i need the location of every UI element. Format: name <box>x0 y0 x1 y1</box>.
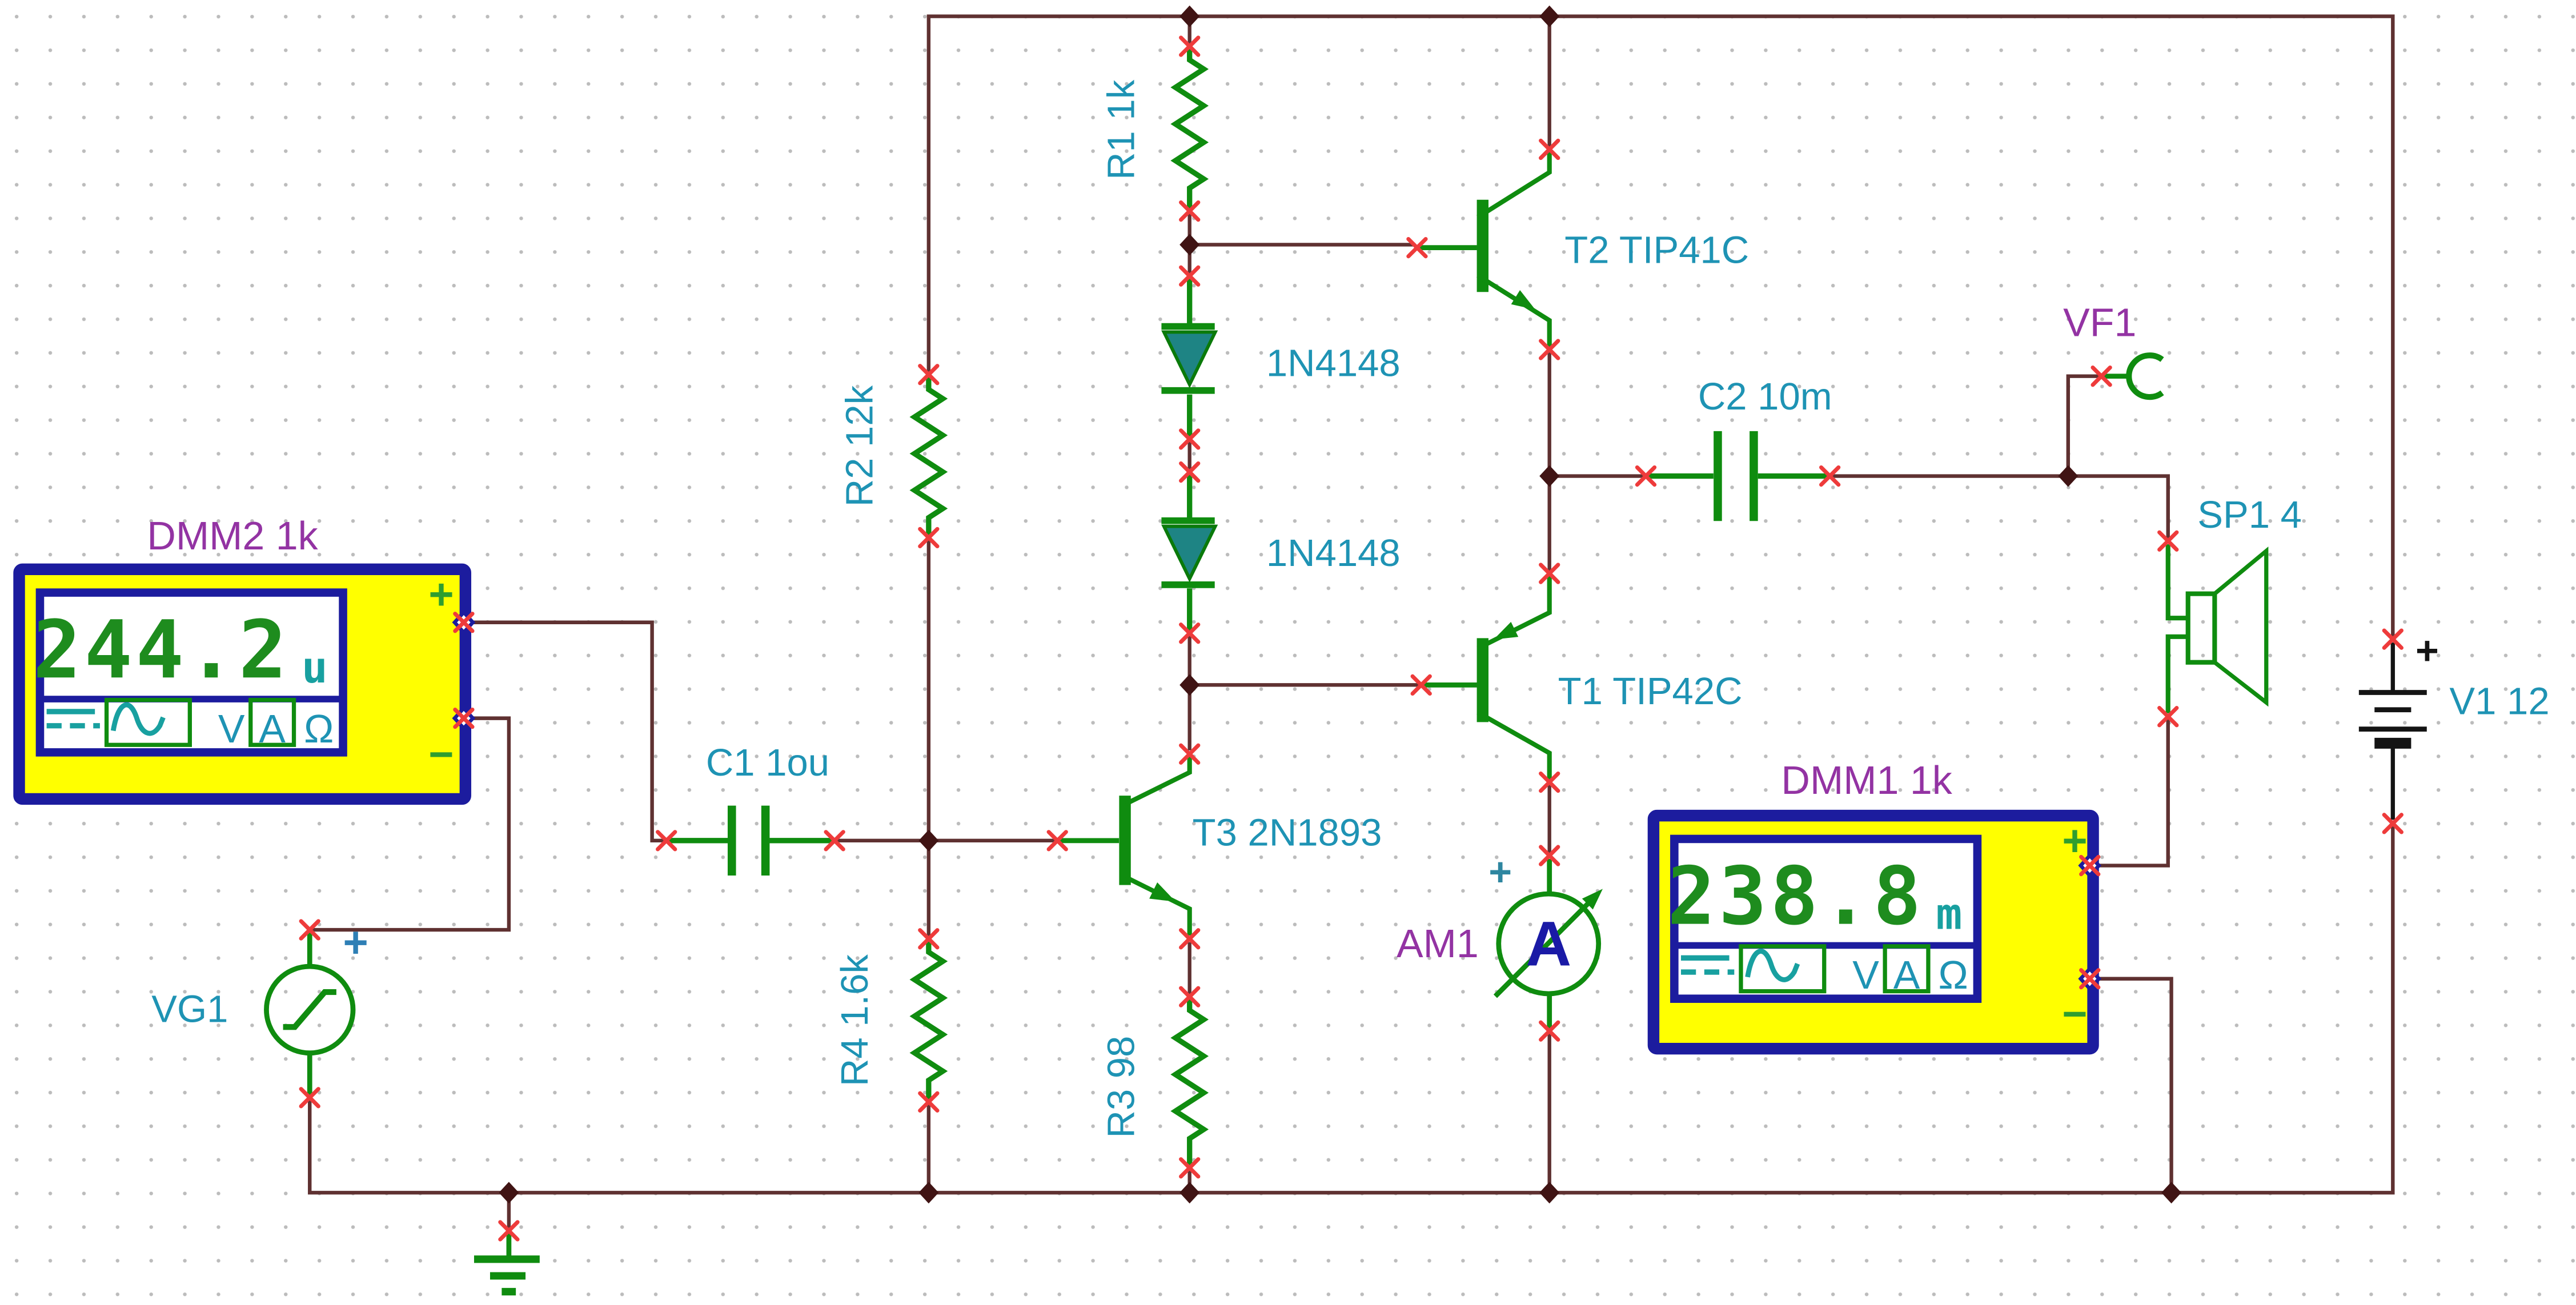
dc-mode-icon <box>46 709 100 729</box>
resistor-zigzag <box>1170 46 1209 211</box>
wire-top-rail[interactable] <box>926 14 2395 640</box>
diode-triangle <box>1161 524 1218 583</box>
wire-bottom-rail[interactable] <box>308 823 2395 1195</box>
r3-label[interactable]: R3 98 <box>1100 1036 1142 1138</box>
amp-mode-box <box>248 697 296 747</box>
dmm2-minus-sign: − <box>428 730 454 779</box>
amp-mode-box <box>1883 944 1931 994</box>
wires <box>308 14 2395 1195</box>
d2-label[interactable]: 1N4148 <box>1266 532 1401 575</box>
waveform-glyph <box>283 989 336 1030</box>
c2-label[interactable]: C2 10m <box>1698 375 1832 418</box>
r4-label[interactable]: R4 1.6k <box>833 954 876 1086</box>
c1-label[interactable]: C1 1ou <box>706 741 829 784</box>
dmm1-reading: 238.8 <box>1667 850 1924 943</box>
wire-c2-to-sp1[interactable] <box>1829 474 2170 541</box>
dmm2-mode-a: A <box>259 706 286 751</box>
resistor-r3[interactable]: R3 98 <box>1100 997 1209 1168</box>
sine-wave-icon <box>1745 949 1800 982</box>
source-vg1[interactable]: + VG1 <box>151 918 368 1095</box>
dmm1-minus-sign: − <box>2062 990 2087 1038</box>
d1-label[interactable]: 1N4148 <box>1266 342 1401 385</box>
t2-label[interactable]: T2 TIP41C <box>1564 229 1749 272</box>
capacitor-plates <box>1714 431 1758 521</box>
dmm2-reading: 244.2 <box>33 603 290 696</box>
ground-bars <box>474 1255 540 1296</box>
ammeter-arrow-shaft <box>1493 898 1594 998</box>
wire-dmm1-minus-to-rail[interactable] <box>2089 977 2173 1193</box>
emitter-lead <box>1476 273 1552 350</box>
transistor-t2[interactable]: T2 TIP41C <box>1417 149 1749 350</box>
transistor-t3[interactable]: T3 2N1893 <box>1057 754 1382 935</box>
r2-label[interactable]: R2 12k <box>838 385 881 507</box>
diode-d2[interactable]: 1N4148 <box>1161 472 1401 633</box>
dmm2-label[interactable]: DMM2 1k <box>147 513 318 558</box>
resistor-r2[interactable]: R2 12k <box>838 374 948 538</box>
am1-plus-sign: + <box>1488 850 1512 894</box>
battery-v1[interactable]: + V1 12 <box>2358 628 2550 820</box>
ammeter-symbol: A <box>1526 909 1571 979</box>
v1-plus-sign: + <box>2415 628 2439 673</box>
speaker-horn <box>2213 546 2269 707</box>
dmm2-unit: u <box>302 643 328 693</box>
emitter-arrow <box>1149 882 1176 902</box>
probe-vf1[interactable]: VF1 <box>2063 300 2164 400</box>
capacitor-c2[interactable]: C2 10m <box>1646 375 1832 521</box>
capacitor-plates <box>727 805 770 876</box>
meter-am1[interactable]: A + AM1 <box>1397 850 1603 1029</box>
resistor-zigzag <box>909 374 948 538</box>
diode-triangle <box>1161 330 1218 388</box>
transistor-t1[interactable]: T1 TIP42C <box>1421 573 1743 782</box>
capacitor-c1[interactable]: C1 1ou <box>666 741 833 876</box>
v1-label[interactable]: V1 12 <box>2449 680 2549 722</box>
t3-label[interactable]: T3 2N1893 <box>1193 812 1382 854</box>
wire-sp1-to-dmm1-plus[interactable] <box>2089 716 2170 868</box>
collector-lead <box>1476 149 1552 219</box>
dmm1-mode-v: V <box>1852 953 1879 997</box>
dmm1-unit: m <box>1936 889 1963 939</box>
collector-lead <box>1476 710 1552 782</box>
dmm1-mode-ohm: Ω <box>1939 953 1968 997</box>
sine-wave-icon <box>110 702 166 736</box>
vg1-label[interactable]: VG1 <box>151 988 228 1031</box>
ground-symbol[interactable] <box>474 1192 540 1296</box>
resistor-r4[interactable]: R4 1.6k <box>833 938 948 1102</box>
resistor-zigzag <box>909 938 948 1102</box>
r1-label[interactable]: R1 1k <box>1100 79 1142 180</box>
meter-dmm1[interactable]: 238.8 m V A Ω + − DMM1 1k <box>1647 758 2099 1055</box>
diode-d1[interactable]: 1N4148 <box>1161 276 1401 439</box>
wire-dmm2-minus-to-vg1[interactable] <box>311 716 511 932</box>
dmm2-plus-sign: + <box>428 571 454 619</box>
vg1-plus-sign: + <box>343 918 368 967</box>
t1-label[interactable]: T1 TIP42C <box>1558 670 1743 713</box>
sp1-label[interactable]: SP1 4 <box>2197 493 2302 536</box>
wire-dmm2-plus-to-c1[interactable] <box>463 620 665 843</box>
ammeter-arrow-head <box>1582 889 1603 910</box>
dmm2-mode-v: V <box>218 706 245 751</box>
speaker-box <box>2185 591 2217 665</box>
meter-dmm2[interactable]: 244.2 u V A Ω + − DMM2 1k <box>13 513 473 805</box>
resistor-r1[interactable]: R1 1k <box>1100 46 1209 211</box>
dmm1-mode-a: A <box>1893 953 1920 997</box>
diode-bars <box>1161 517 1215 588</box>
am1-label[interactable]: AM1 <box>1397 921 1479 966</box>
dc-mode-icon <box>1681 955 1735 975</box>
emitter-arrow <box>1494 621 1519 640</box>
emitter-arrow <box>1511 290 1535 310</box>
speaker-sp1[interactable]: SP1 4 <box>2165 493 2302 713</box>
speaker-leads <box>2165 544 2188 713</box>
vf1-label[interactable]: VF1 <box>2063 300 2136 345</box>
wire-node-to-vf1[interactable] <box>2066 374 2100 476</box>
emitter-lead <box>1124 875 1192 935</box>
diode-bars <box>1161 323 1215 394</box>
collector-lead <box>1124 754 1192 806</box>
ac-mode-box <box>104 697 192 747</box>
ac-mode-box <box>1739 944 1827 994</box>
dmm1-label[interactable]: DMM1 1k <box>1781 758 1952 802</box>
dmm2-mode-ohm: Ω <box>304 706 334 751</box>
resistor-zigzag <box>1170 997 1209 1168</box>
